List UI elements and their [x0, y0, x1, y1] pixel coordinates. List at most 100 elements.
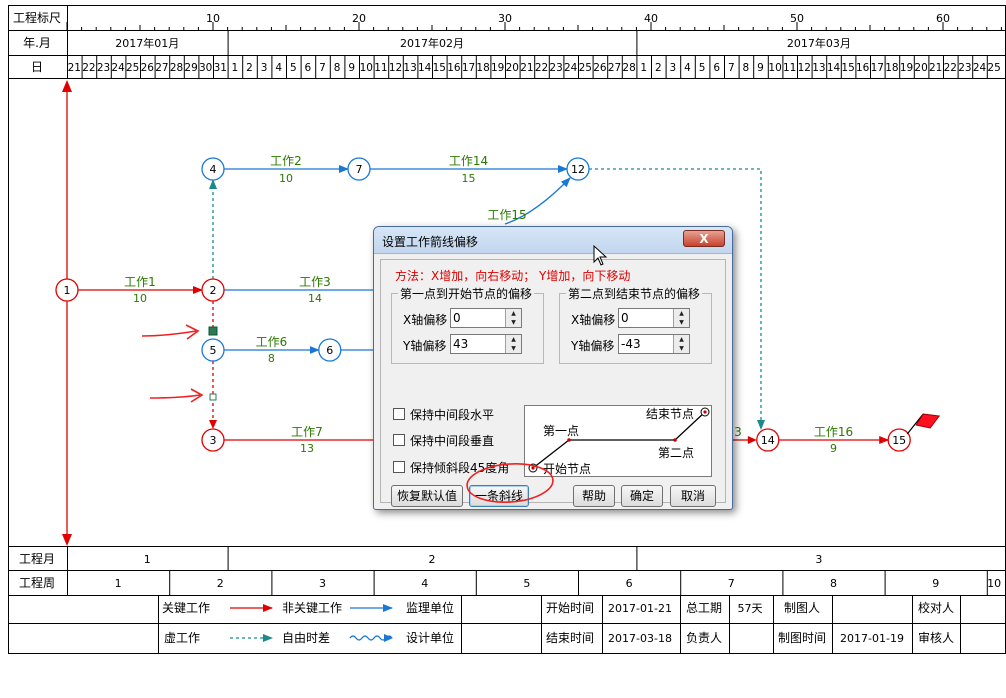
legend-critical-label: 关键工作	[162, 601, 210, 615]
day-label: 13	[812, 62, 825, 74]
g2-y-input[interactable]	[621, 336, 673, 352]
keep-horizontal-checkbox[interactable]	[393, 408, 405, 420]
day-label: 11	[783, 62, 796, 74]
g1-x-label: X轴偏移	[403, 313, 448, 327]
day-label: 28	[622, 62, 635, 74]
node-label-15: 15	[892, 434, 906, 447]
node-12	[566, 157, 590, 181]
activity-label: 工作1	[124, 275, 156, 289]
node-label-1: 1	[64, 284, 71, 297]
g2-x-input[interactable]	[621, 310, 673, 326]
day-label: 15	[433, 62, 446, 74]
g1-x-down-icon[interactable]: ▼	[506, 318, 521, 327]
project-month-cell: 3	[815, 553, 822, 566]
ruler-tick-label: 40	[644, 12, 658, 25]
day-label: 25	[987, 62, 1000, 74]
node-15	[887, 428, 911, 452]
day-label: 1	[232, 62, 239, 74]
day-label: 7	[319, 62, 326, 74]
day-label: 18	[476, 62, 489, 74]
day-label: 10	[768, 62, 781, 74]
axis-down-arrow-icon	[62, 534, 72, 546]
project-week-cell: 9	[932, 577, 939, 590]
g1-y-down-icon[interactable]: ▼	[506, 344, 521, 353]
node-5	[201, 338, 225, 362]
start-time-label: 开始时间	[546, 601, 594, 615]
day-label: 14	[827, 62, 841, 74]
day-label: 28	[170, 62, 183, 74]
g2-y-down-icon[interactable]: ▼	[674, 344, 689, 353]
project-week-cell: 6	[626, 577, 633, 590]
activity-duration: 13	[300, 442, 314, 455]
axis-up-arrow-icon	[62, 80, 72, 92]
activity-label: 工作7	[291, 425, 323, 439]
g2-x-down-icon[interactable]: ▼	[674, 318, 689, 327]
dialog-titlebar[interactable]: 设置工作箭线偏移 X	[374, 227, 732, 254]
g1-y-input[interactable]	[453, 336, 505, 352]
node-label-3: 3	[210, 434, 217, 447]
node-1	[55, 278, 79, 302]
g1-x-input[interactable]	[453, 310, 505, 326]
method-hint: 方法：X增加，向右移动； Y增加，向下移动	[395, 269, 631, 283]
node-4	[201, 157, 225, 181]
day-label: 23	[549, 62, 562, 74]
day-label: 21	[520, 62, 533, 74]
node-label-12: 12	[571, 163, 585, 176]
preview-end-node-label: 结束节点	[646, 407, 695, 421]
g2-y-spinner[interactable]: ▲▼	[618, 334, 690, 354]
ok-button[interactable]: 确定	[621, 485, 663, 507]
reset-default-button[interactable]: 恢复默认值	[391, 485, 463, 507]
node-6	[318, 338, 342, 362]
node-2	[201, 278, 225, 302]
close-icon[interactable]: X	[683, 230, 725, 247]
keep-45-label: 保持倾斜段45度角	[410, 461, 510, 475]
day-label: 21	[929, 62, 942, 74]
draw-date-value: 2017-01-19	[840, 632, 904, 645]
activity-duration: 15	[462, 172, 476, 185]
node-label-14: 14	[761, 434, 775, 447]
day-label: 7	[728, 62, 735, 74]
g1-y-label: Y轴偏移	[403, 339, 447, 353]
end-time-value: 2017-03-18	[608, 632, 672, 645]
g1-x-spinner[interactable]: ▲▼	[450, 308, 522, 328]
day-label: 12	[798, 62, 811, 74]
legend-noncritical-label: 非关键工作	[282, 601, 342, 615]
g2-x-spinner[interactable]: ▲▼	[618, 308, 690, 328]
first-point-offset-group: 第一点到开始节点的偏移 X轴偏移 ▲▼ Y轴偏移 ▲▼	[391, 285, 544, 364]
single-diagonal-button[interactable]: 一条斜线	[469, 485, 529, 507]
keep-vertical-checkbox[interactable]	[393, 434, 405, 446]
day-label: 13	[403, 62, 416, 74]
day-label: 9	[348, 62, 355, 74]
day-label: 3	[670, 62, 677, 74]
help-button[interactable]: 帮助	[573, 485, 615, 507]
project-week-cell: 8	[830, 577, 837, 590]
day-label: 30	[199, 62, 212, 74]
project-week-cell: 10	[987, 577, 1001, 590]
g1-y-spinner[interactable]: ▲▼	[450, 334, 522, 354]
dialog-body: 方法：X增加，向右移动； Y增加，向下移动 第一点到开始节点的偏移 X轴偏移 ▲…	[380, 259, 726, 507]
drag-handle-1-icon	[208, 326, 218, 336]
ruler-tick-label: 50	[790, 12, 804, 25]
keep-45-checkbox[interactable]	[393, 461, 405, 473]
project-month-cell: 1	[144, 553, 151, 566]
day-label: 14	[418, 62, 432, 74]
project-month-cell: 2	[429, 553, 436, 566]
activity-duration: 8	[268, 352, 275, 365]
node-14	[756, 428, 780, 452]
day-label: 17	[871, 62, 884, 74]
total-duration-label: 总工期	[686, 601, 722, 615]
day-label: 17	[462, 62, 475, 74]
day-label: 19	[900, 62, 913, 74]
node-7	[347, 157, 371, 181]
day-label: 31	[214, 62, 227, 74]
activity-label: 工作16	[814, 425, 853, 439]
cancel-button[interactable]: 取消	[670, 485, 716, 507]
g2-x-label: X轴偏移	[571, 313, 616, 327]
first-point-group-title: 第一点到开始节点的偏移	[398, 285, 535, 302]
day-label: 23	[958, 62, 971, 74]
day-label: 16	[447, 62, 461, 74]
total-duration-value: 57天	[738, 602, 763, 615]
day-label: 24	[111, 62, 125, 74]
day-label: 18	[885, 62, 898, 74]
node-label-2: 2	[210, 284, 217, 297]
